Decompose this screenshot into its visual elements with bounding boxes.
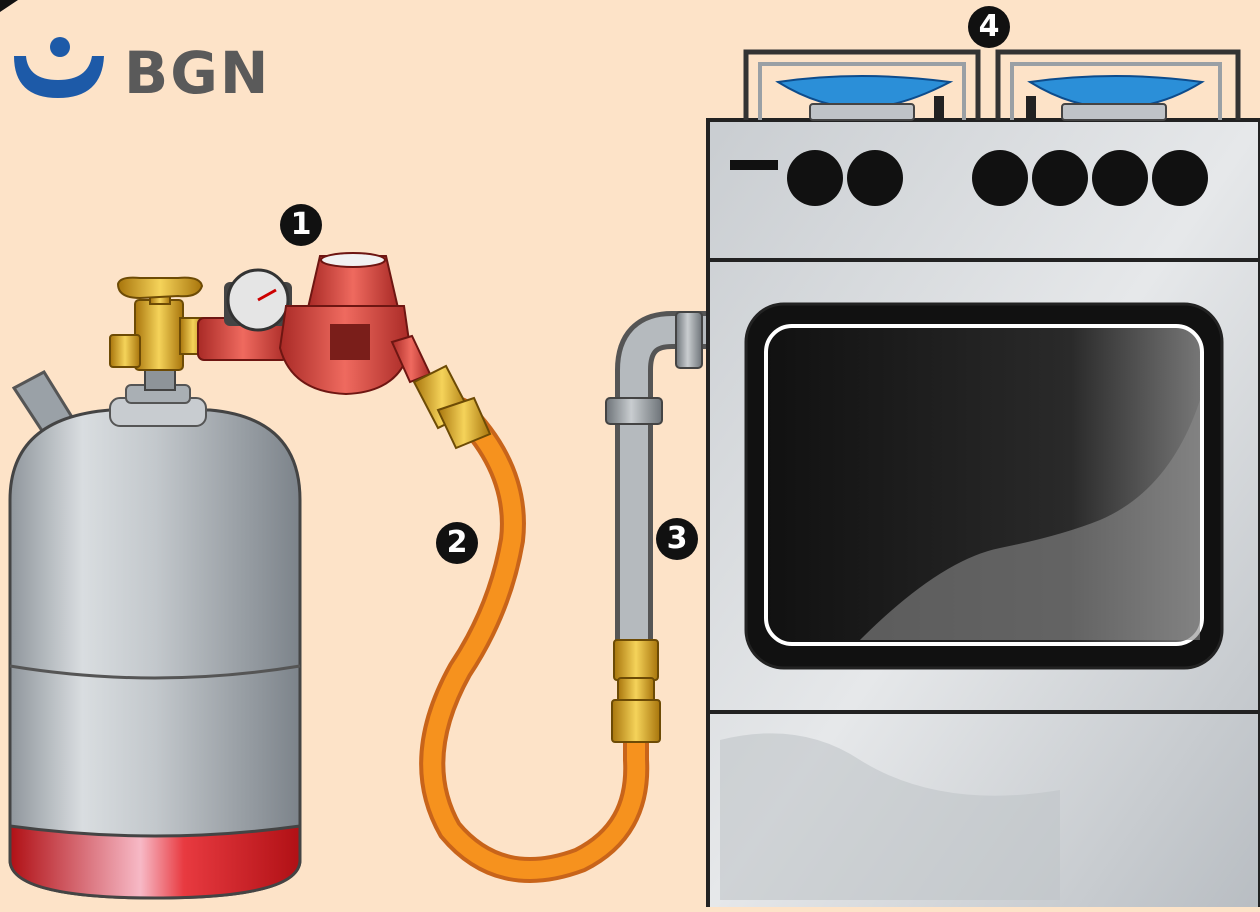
corner-mark bbox=[0, 0, 18, 12]
callout-hose: 2 bbox=[436, 522, 478, 564]
bgn-logo-text: BGN bbox=[124, 44, 270, 102]
gas-stove-icon bbox=[708, 120, 1260, 907]
gas-cylinder-icon bbox=[10, 372, 300, 898]
stove-switch bbox=[730, 160, 778, 170]
callout-pipe: 3 bbox=[656, 518, 698, 560]
pressure-gauge-icon bbox=[224, 270, 292, 330]
callout-regulator: 1 bbox=[280, 204, 322, 246]
cylinder-valve-icon bbox=[110, 278, 206, 390]
rubber-hose-icon bbox=[414, 366, 636, 870]
burner-flame-icon bbox=[746, 52, 1238, 120]
pressure-regulator-icon bbox=[198, 253, 430, 394]
bgn-logo-icon bbox=[14, 37, 104, 98]
callout-burners: 4 bbox=[968, 6, 1010, 48]
